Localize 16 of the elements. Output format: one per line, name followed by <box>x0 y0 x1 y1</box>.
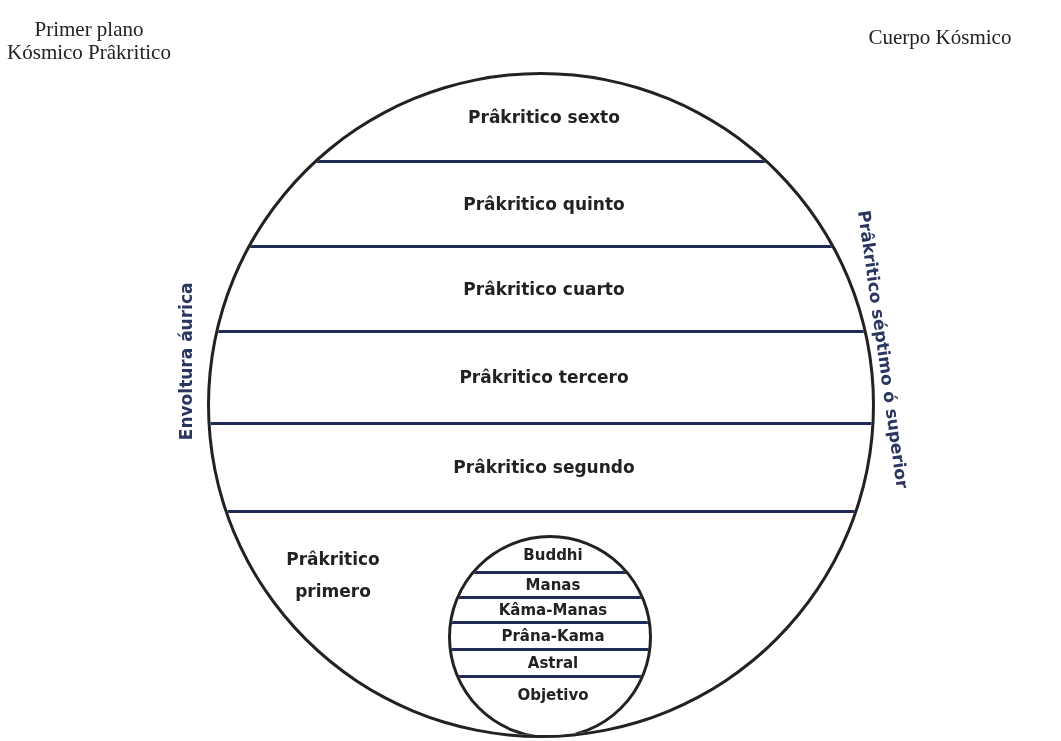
heading-label: Primer plano Kósmico Prâkritico <box>6 18 172 65</box>
layer-label: Prâkritico cuarto <box>462 278 626 300</box>
layer-band <box>451 599 649 624</box>
layer-label: Prâkritico primero <box>285 548 381 604</box>
layer-label: Prâkritico sexto <box>467 107 621 128</box>
layer-label: Astral <box>526 654 580 673</box>
layer-label: Manas <box>524 576 582 595</box>
layer-label: Buddhi <box>522 545 584 564</box>
layer-label: Kâma-Manas <box>497 601 609 620</box>
layer-label: Objetivo <box>516 686 590 704</box>
layer-label: Prâkritico tercero <box>458 367 630 388</box>
envelope-label: Prâkritico séptimo ó superior <box>852 208 914 492</box>
body-label: Cuerpo Kósmico <box>867 26 1013 50</box>
layer-label: Prâna-Kama <box>500 627 606 646</box>
layer-label: Prâkritico segundo <box>452 457 636 478</box>
envelope-label: Envoltura áurica <box>176 281 196 443</box>
